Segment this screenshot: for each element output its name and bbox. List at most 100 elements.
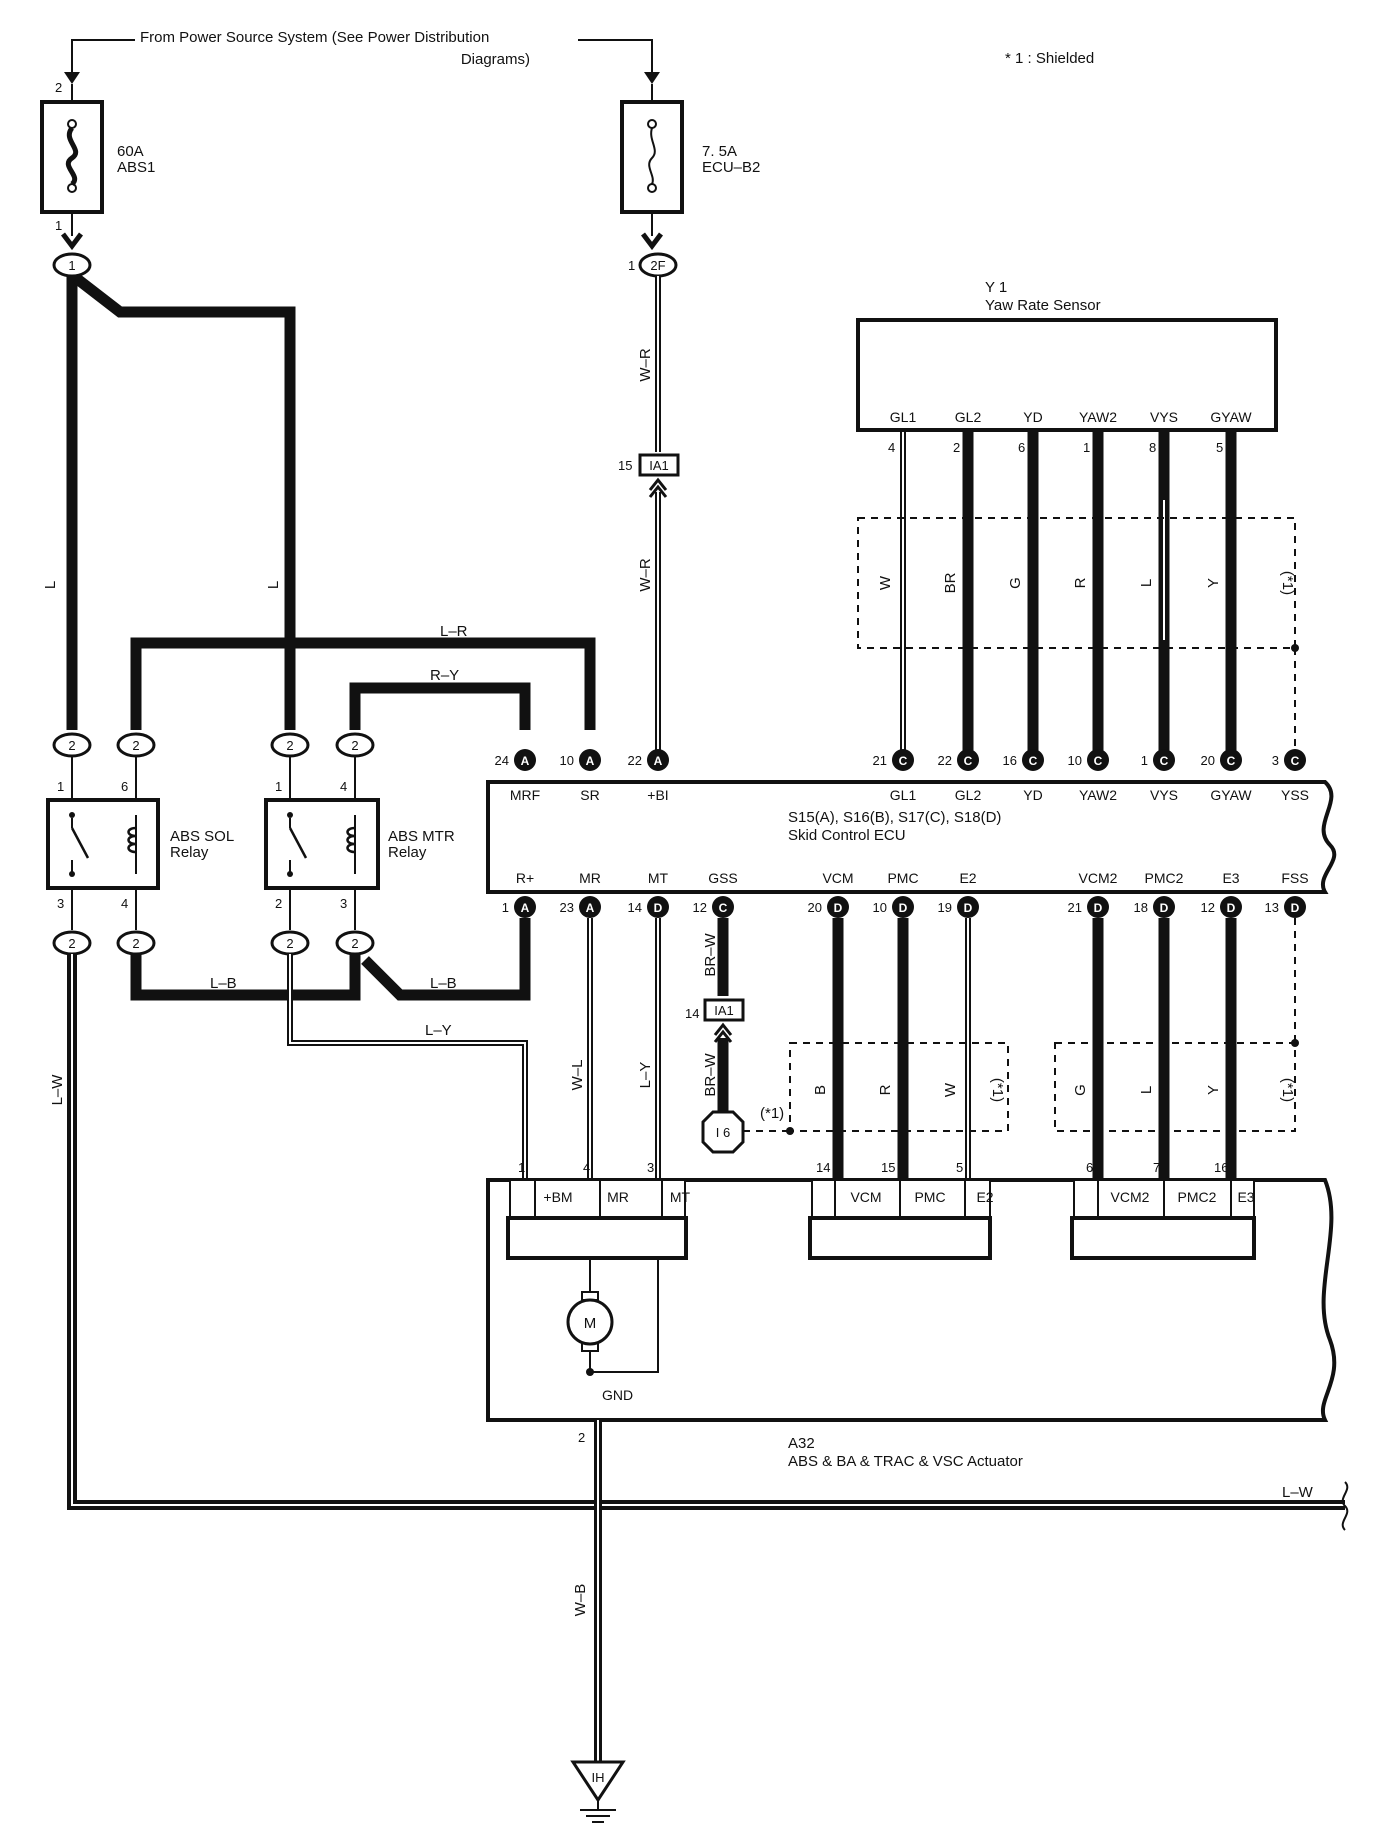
- yaw-term-vys: VYS: [1150, 409, 1178, 425]
- svg-text:YAW2: YAW2: [1079, 787, 1117, 803]
- svg-text:12: 12: [693, 900, 707, 915]
- svg-text:MT: MT: [670, 1189, 691, 1205]
- svg-text:D: D: [1291, 901, 1300, 915]
- svg-text:ABS SOL: ABS SOL: [170, 828, 234, 845]
- ecu-bottom-terminal: A1R+: [502, 870, 536, 918]
- svg-text:2: 2: [275, 896, 282, 911]
- svg-text:2: 2: [132, 936, 139, 951]
- svg-text:A: A: [586, 901, 595, 915]
- svg-text:14: 14: [816, 1160, 830, 1175]
- svg-text:D: D: [964, 901, 973, 915]
- svg-text:1: 1: [502, 900, 509, 915]
- svg-text:6: 6: [121, 779, 128, 794]
- svg-text:15: 15: [618, 458, 632, 473]
- yaw-term-yaw2: YAW2: [1079, 409, 1117, 425]
- svg-text:M: M: [584, 1315, 597, 1332]
- relay-abs-mtr: 1 4 ABS MTR Relay 2 3: [264, 756, 455, 930]
- svg-text:VYS: VYS: [1150, 787, 1178, 803]
- svg-text:L–R: L–R: [440, 623, 468, 640]
- svg-text:L–Y: L–Y: [425, 1022, 452, 1039]
- svg-text:W: W: [877, 575, 894, 590]
- yaw-term-gl1: GL1: [890, 409, 917, 425]
- svg-text:FSS: FSS: [1281, 870, 1308, 886]
- svg-text:1: 1: [628, 258, 635, 273]
- svg-text:16: 16: [1214, 1160, 1228, 1175]
- svg-text:I 6: I 6: [716, 1125, 730, 1140]
- svg-text:16: 16: [1003, 753, 1017, 768]
- svg-text:R+: R+: [516, 870, 534, 886]
- yaw-term-yd: YD: [1023, 409, 1042, 425]
- svg-text:E3: E3: [1237, 1189, 1254, 1205]
- svg-text:A32: A32: [788, 1435, 815, 1452]
- fuse-abs1: 2 60A ABS1 1 1: [40, 80, 155, 278]
- svg-text:+BM: +BM: [543, 1189, 572, 1205]
- svg-text:R: R: [877, 1084, 894, 1095]
- svg-text:22: 22: [628, 753, 642, 768]
- fuse-ecu-b2: 7. 5A ECU–B2 1 2F: [620, 84, 760, 278]
- svg-text:15: 15: [881, 1160, 895, 1175]
- svg-text:10: 10: [1068, 753, 1082, 768]
- svg-text:C: C: [1029, 754, 1038, 768]
- wire-w-r: W–R 15 IA1 W–R: [618, 276, 680, 760]
- svg-text:60A: 60A: [117, 143, 144, 160]
- svg-text:3: 3: [1272, 753, 1279, 768]
- svg-text:D: D: [1227, 901, 1236, 915]
- svg-text:(*1): (*1): [760, 1105, 784, 1122]
- svg-text:10: 10: [560, 753, 574, 768]
- svg-text:BR–W: BR–W: [702, 932, 719, 976]
- svg-text:VCM2: VCM2: [1111, 1189, 1150, 1205]
- svg-text:2: 2: [68, 936, 75, 951]
- svg-text:VCM: VCM: [822, 870, 853, 886]
- svg-text:Relay: Relay: [170, 844, 209, 861]
- svg-text:IH: IH: [592, 1770, 605, 1785]
- svg-text:YSS: YSS: [1281, 787, 1309, 803]
- power-source-label-2: Diagrams): [461, 51, 530, 68]
- yaw-term-gl2: GL2: [955, 409, 982, 425]
- svg-text:18: 18: [1134, 900, 1148, 915]
- svg-text:PMC2: PMC2: [1145, 870, 1184, 886]
- svg-text:Y: Y: [1205, 1085, 1222, 1095]
- svg-text:3: 3: [647, 1160, 654, 1175]
- svg-text:ABS1: ABS1: [117, 159, 155, 176]
- svg-text:6: 6: [1018, 440, 1025, 455]
- svg-text:C: C: [1160, 754, 1169, 768]
- relay-abs-sol: 1 6 ABS SOL Relay 3 4: [46, 756, 234, 930]
- svg-text:GSS: GSS: [708, 870, 738, 886]
- svg-text:PMC: PMC: [887, 870, 918, 886]
- svg-text:Relay: Relay: [388, 844, 427, 861]
- svg-text:C: C: [1291, 754, 1300, 768]
- svg-text:R–Y: R–Y: [430, 667, 459, 684]
- svg-text:3: 3: [340, 896, 347, 911]
- svg-text:L–W: L–W: [49, 1074, 66, 1106]
- svg-text:PMC2: PMC2: [1178, 1189, 1217, 1205]
- shielded-note: * 1 : Shielded: [1005, 50, 1094, 67]
- svg-text:VCM2: VCM2: [1079, 870, 1118, 886]
- svg-text:C: C: [719, 901, 728, 915]
- svg-text:1: 1: [518, 1160, 525, 1175]
- svg-text:D: D: [1160, 901, 1169, 915]
- svg-text:14: 14: [628, 900, 642, 915]
- svg-text:5: 5: [956, 1160, 963, 1175]
- svg-text:L–Y: L–Y: [637, 1062, 654, 1089]
- wire-l-w: L–W L–W: [49, 954, 1349, 1531]
- svg-text:L: L: [265, 581, 282, 589]
- svg-text:PMC: PMC: [914, 1189, 945, 1205]
- svg-text:21: 21: [1068, 900, 1082, 915]
- svg-text:23: 23: [560, 900, 574, 915]
- svg-text:E2: E2: [976, 1189, 993, 1205]
- svg-text:L: L: [1138, 1086, 1155, 1094]
- svg-text:GND: GND: [602, 1387, 633, 1403]
- svg-text:5: 5: [1216, 440, 1223, 455]
- svg-text:Yaw Rate Sensor: Yaw Rate Sensor: [985, 297, 1101, 314]
- svg-text:1: 1: [1083, 440, 1090, 455]
- svg-text:W–R: W–R: [637, 558, 654, 592]
- svg-text:1: 1: [57, 779, 64, 794]
